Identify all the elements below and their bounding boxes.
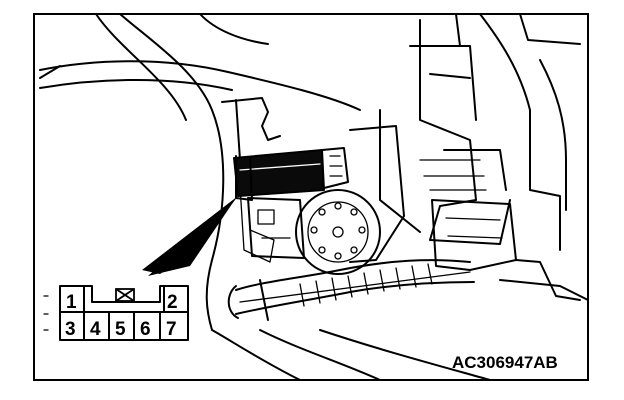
pin-label: 2: [167, 292, 178, 313]
column-drawing: [39, 13, 589, 381]
pin-label: 1: [66, 292, 77, 313]
connector-pinout: 1 2 3 4 5 6 7: [43, 284, 190, 341]
pin-label: 7: [166, 319, 177, 340]
blocked-pin-icon: [115, 288, 135, 302]
pin-label: 4: [90, 319, 101, 340]
pin-label: 5: [115, 319, 126, 340]
pointer-arrow: [142, 196, 238, 274]
figure-frame: [33, 13, 589, 381]
pin-label: 6: [140, 319, 151, 340]
figure-code: AC306947AB: [452, 353, 558, 372]
pin-label: 3: [65, 319, 76, 340]
